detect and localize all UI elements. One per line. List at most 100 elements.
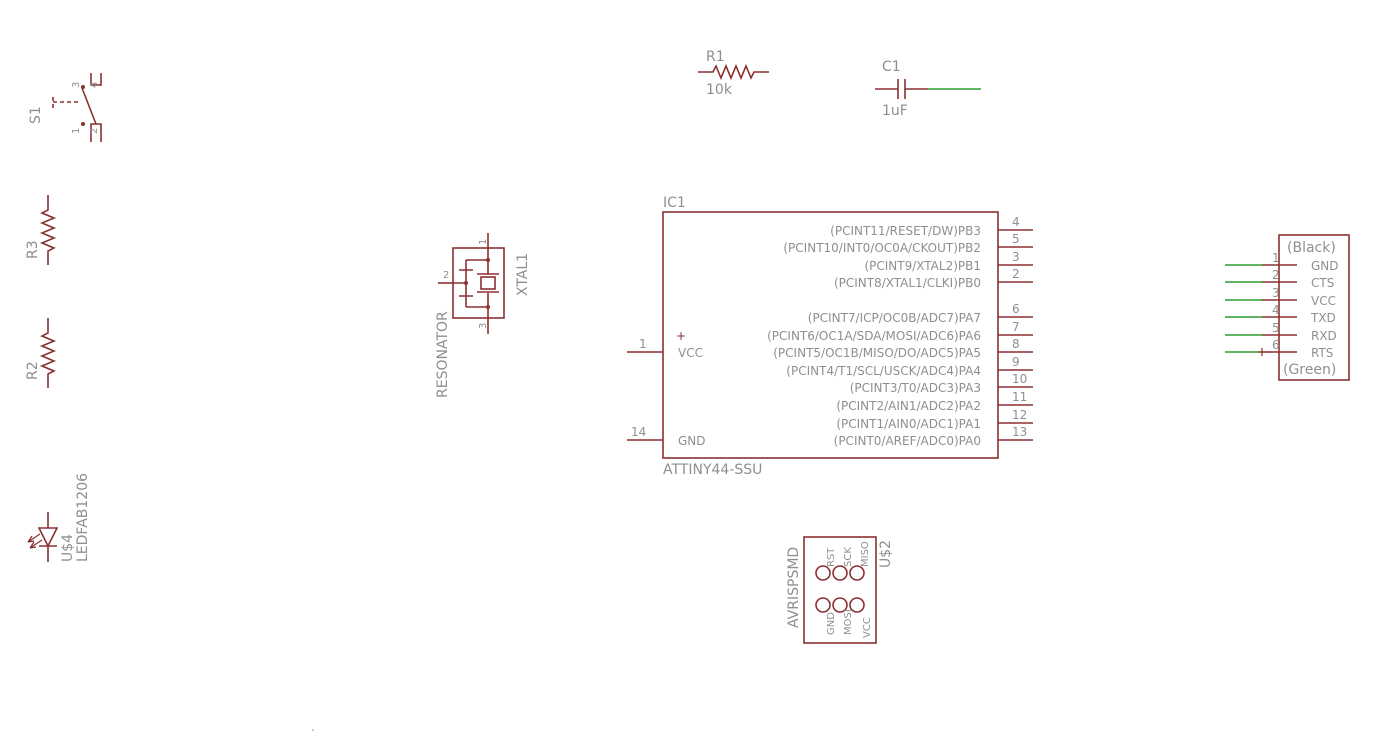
xtal-value: RESONATOR (435, 311, 451, 398)
ftdi-pin-number: 5 (1272, 321, 1280, 335)
resistor-r3[interactable]: R3 (25, 195, 57, 265)
isp-pad-vcc (849, 597, 865, 613)
ic1-pin-number: 14 (631, 425, 646, 439)
ic1-pin-number: 1 (639, 337, 647, 351)
led-name: U$4 (60, 534, 76, 562)
isp-header-u2[interactable]: RST SCK MISO GND MOSI VCC AVRISPSMD U$2 (786, 536, 894, 644)
r1-name: R1 (706, 49, 725, 65)
ic1-vcc-marker: + (676, 329, 686, 343)
ic1-pin-number: 6 (1012, 302, 1020, 316)
ic1-pin-number: 12 (1012, 408, 1027, 422)
isp-pad-sck (832, 565, 848, 581)
ic1-pin-number: 13 (1012, 425, 1027, 439)
ic1-pin-name: GND (678, 434, 706, 448)
s1-actuator (52, 97, 78, 108)
s1-lever (81, 87, 97, 125)
ftdi-pin-number: 2 (1272, 268, 1280, 282)
isp-pin-miso: MISO (860, 541, 871, 567)
s1-name: S1 (28, 106, 44, 124)
ic1-pin-number: 8 (1012, 337, 1020, 351)
ftdi-pin-name: VCC (1311, 294, 1336, 308)
resistor-r1[interactable]: R1 10k (698, 49, 769, 98)
ic1-pin-name: VCC (678, 346, 703, 360)
isp-pad-rst (815, 565, 831, 581)
isp-pin-mosi: MOSI (843, 609, 854, 635)
xtal-junction-bottom (486, 305, 490, 309)
xtal-pin-3: 3 (478, 323, 489, 329)
ftdi-pin-number: 1 (1272, 251, 1280, 265)
capacitor-c1[interactable]: C1 1uF (875, 59, 981, 119)
xtal-pin-1: 1 (478, 239, 489, 245)
isp-pad-miso (849, 565, 865, 581)
isp-pin-gnd: GND (826, 612, 837, 635)
ic1-pin-name: (PCINT3/T0/ADC3)PA3 (850, 381, 981, 395)
r2-body (39, 318, 57, 388)
s1-pin-3: 3 (71, 82, 82, 88)
ic1-pin-number: 7 (1012, 320, 1020, 334)
ic1-pin-name: (PCINT10/INT0/OC0A/CKOUT)PB2 (783, 241, 981, 255)
c1-name: C1 (882, 59, 901, 75)
ic1-name: IC1 (663, 195, 686, 211)
ic1-pin-number: 11 (1012, 390, 1027, 404)
c1-value: 1uF (882, 103, 908, 119)
ic1-right-pins: 4 (PCINT11/RESET/DW)PB3 5 (PCINT10/INT0/OC0… (767, 215, 1033, 448)
ic1-pin-number: 2 (1012, 267, 1020, 281)
resistor-r2[interactable]: R2 (25, 318, 57, 388)
xtal-junction-top (486, 258, 490, 262)
ic1-pin-number: 10 (1012, 372, 1027, 386)
ftdi-top-label: (Black) (1287, 240, 1336, 256)
ic1-pin-number: 5 (1012, 232, 1020, 246)
ic1-pin-number: 9 (1012, 355, 1020, 369)
r1-body (698, 63, 769, 81)
ic1-pin-name: (PCINT9/XTAL2)PB1 (864, 259, 981, 273)
c1-body (875, 79, 928, 99)
xtal-name: XTAL1 (515, 253, 531, 296)
isp-name: U$2 (878, 540, 894, 568)
isp-pad-gnd (815, 597, 831, 613)
ic1-pin-name: (PCINT0/AREF/ADC0)PA0 (834, 434, 981, 448)
xtal-junction-left (464, 281, 468, 285)
led-value: LEDFAB1206 (75, 473, 91, 562)
switch-s1[interactable]: S1 3 4 1 2 (28, 73, 102, 142)
isp-pin-sck: SCK (843, 547, 854, 567)
ftdi-pin-number: 6 (1272, 338, 1280, 352)
isp-value: AVRISPSMD (786, 547, 802, 628)
s1-contact-top (81, 85, 85, 89)
isp-pad-mosi (832, 597, 848, 613)
isp-outline (803, 536, 877, 644)
s1-top-leads (90, 73, 102, 86)
resonator-xtal1[interactable]: 2 1 3 XTAL1 RESONATOR (435, 233, 531, 398)
isp-pin-rst: RST (826, 547, 837, 567)
xtal-pin-2: 2 (443, 270, 449, 281)
xtal-plates (477, 273, 499, 293)
ftdi-pin-name: TXD (1310, 311, 1336, 325)
ftdi-rts-marker (1258, 348, 1266, 356)
ic1-pin-name: (PCINT6/OC1A/SDA/MOSI/ADC6)PA6 (767, 329, 981, 343)
s1-bottom-leads (90, 123, 102, 142)
led-emission-arrows (27, 533, 43, 549)
ic1-pin-name: (PCINT5/OC1B/MISO/DO/ADC5)PA5 (773, 346, 981, 360)
ic1-pin-name: (PCINT11/RESET/DW)PB3 (830, 224, 981, 238)
r1-value: 10k (706, 82, 733, 98)
ic1-pin-name: (PCINT8/XTAL1/CLKI)PB0 (834, 276, 981, 290)
s1-pin-1: 1 (71, 128, 82, 134)
ic1-pin-name: (PCINT2/AIN1/ADC2)PA2 (836, 399, 981, 413)
isp-pin-vcc: VCC (862, 617, 873, 638)
r2-name: R2 (25, 361, 41, 380)
ic1-pin-name: (PCINT4/T1/SCL/USCK/ADC4)PA4 (786, 364, 981, 378)
s1-pin-4: 4 (89, 82, 100, 88)
ic1-pin-name: (PCINT7/ICP/OC0B/ADC7)PA7 (808, 311, 981, 325)
ftdi-pin-number: 4 (1272, 303, 1280, 317)
led-u4[interactable]: U$4 LEDFAB1206 (27, 473, 91, 562)
xtal-crystal (480, 276, 496, 290)
s1-contact-bottom (81, 122, 85, 126)
ftdi-pin-number: 3 (1272, 286, 1280, 300)
ic1-value: ATTINY44-SSU (663, 462, 762, 478)
ftdi-pin-name: CTS (1311, 276, 1334, 290)
ic1-pin-number: 4 (1012, 215, 1020, 229)
